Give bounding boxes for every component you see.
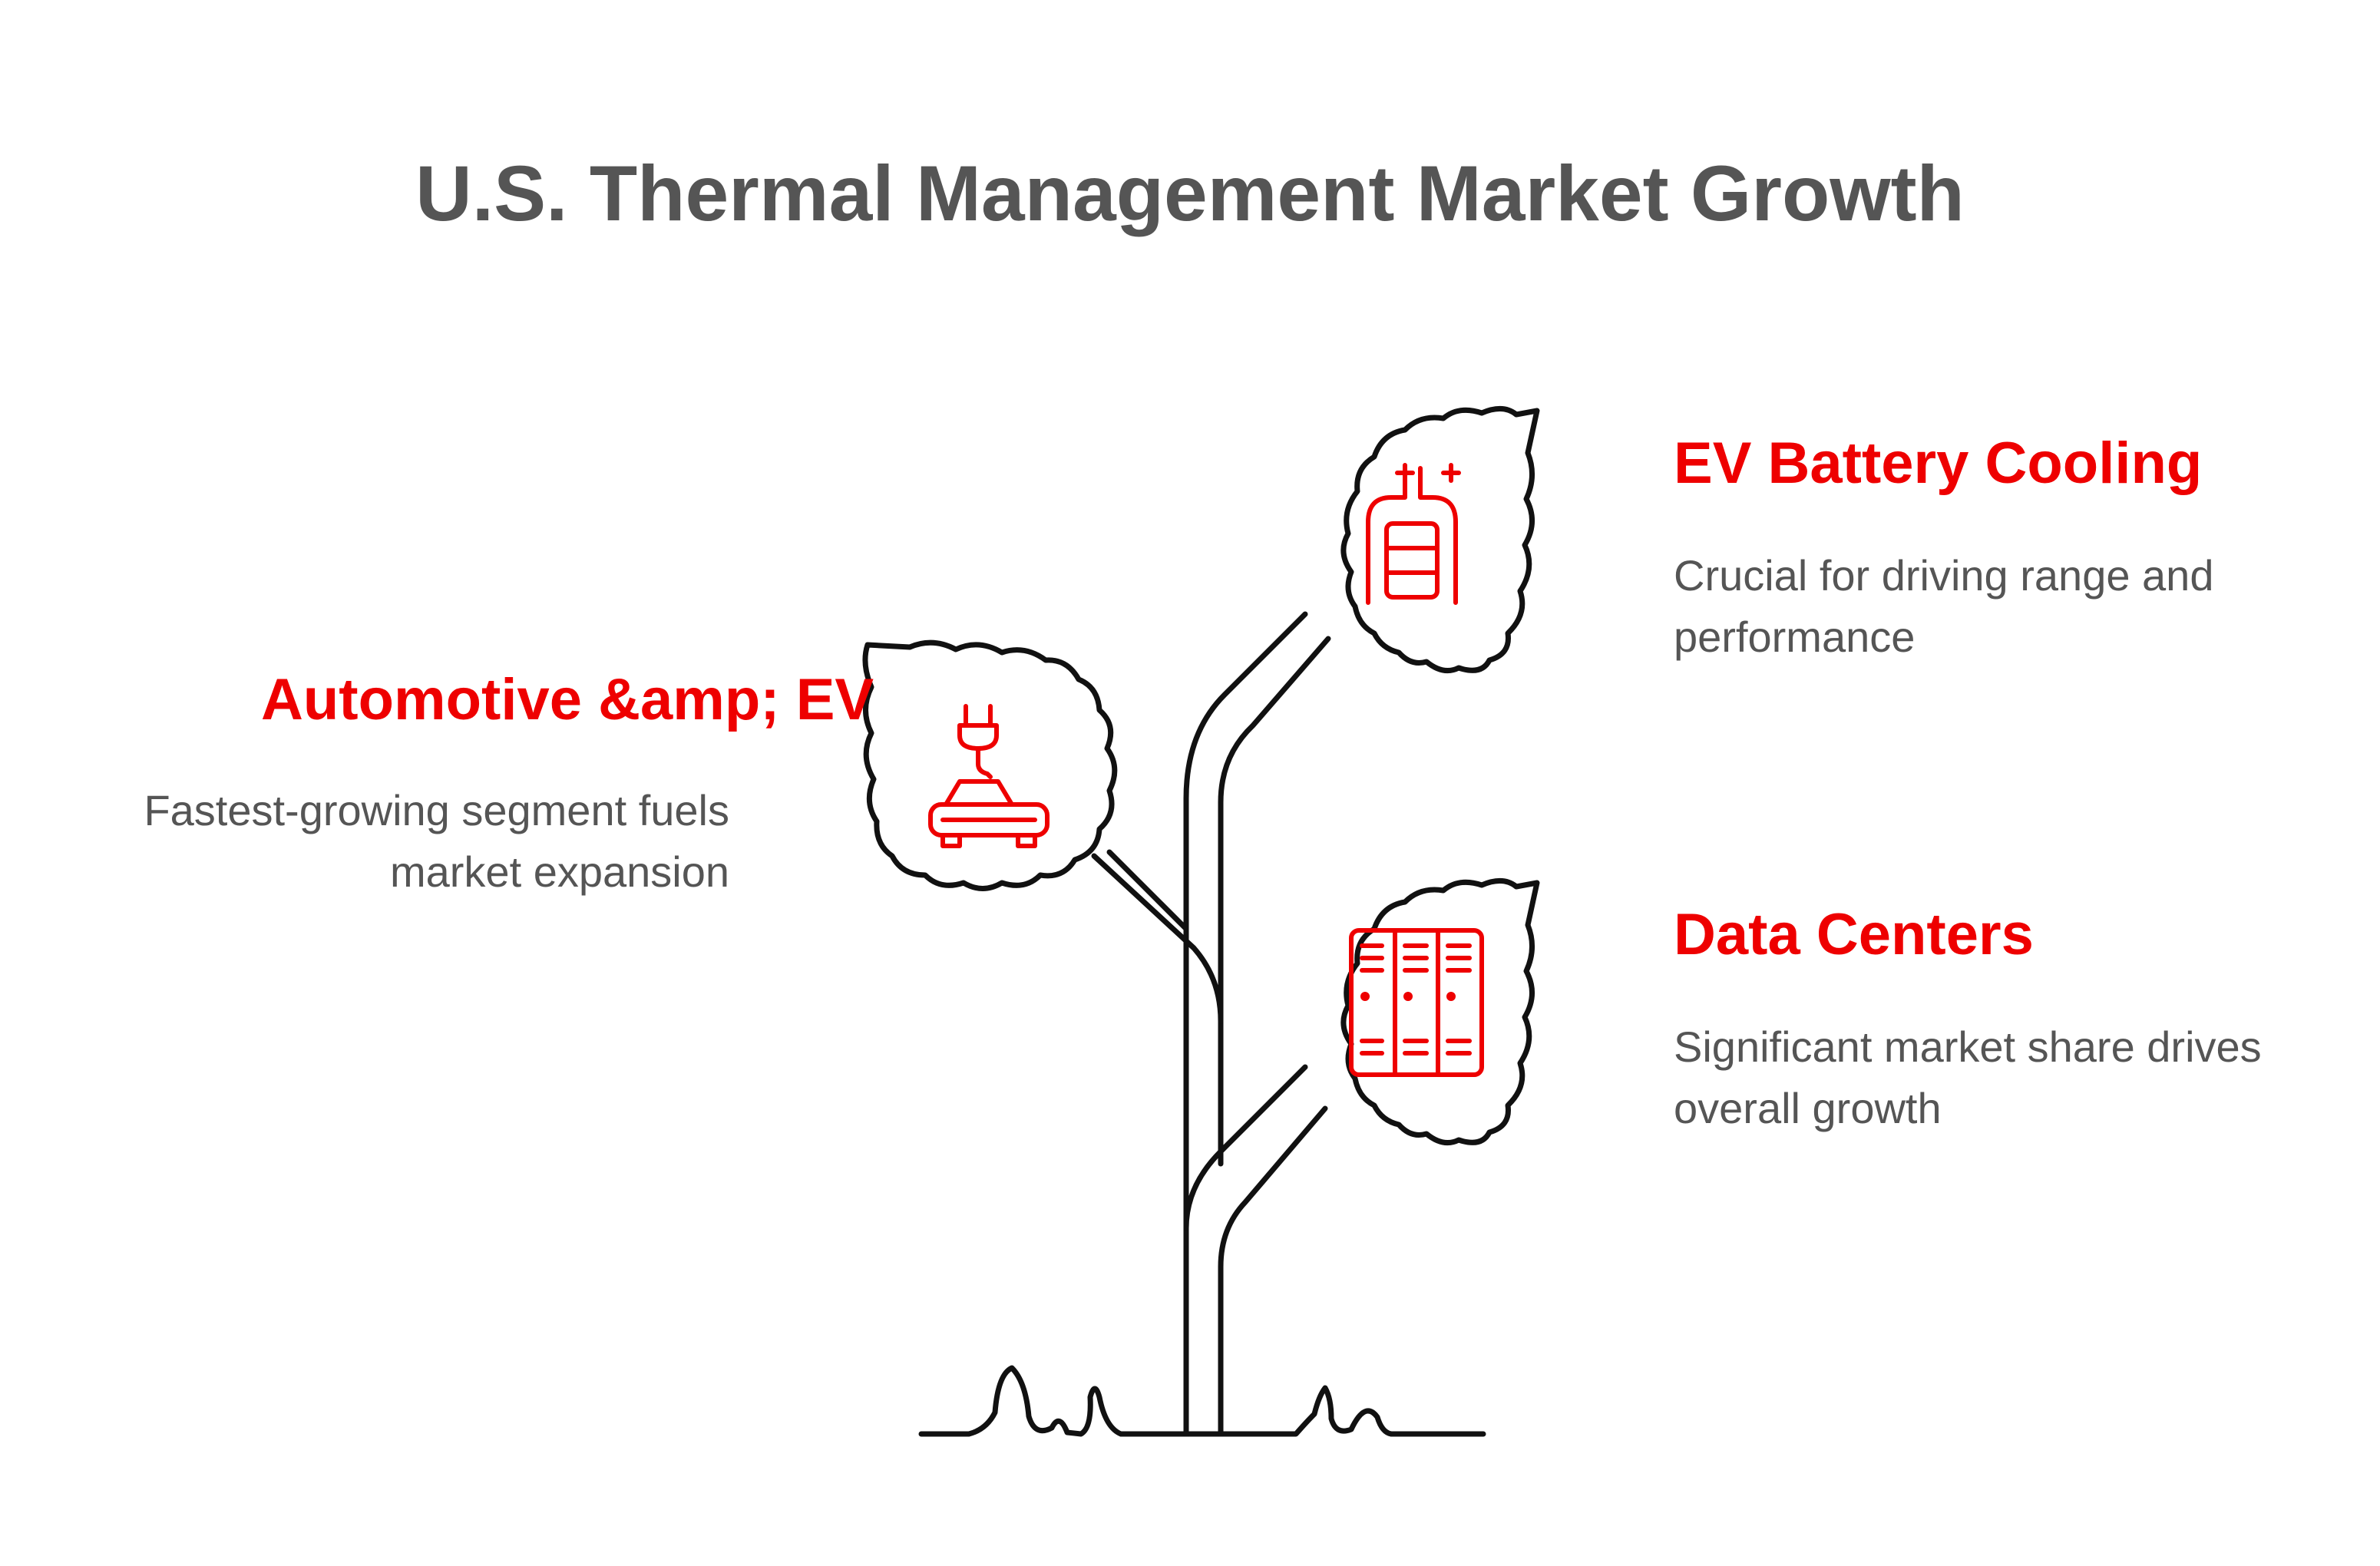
trunk-right <box>1218 1105 1328 1437</box>
automotive-ev-description: Fastest-growing segment fuels market exp… <box>144 786 729 896</box>
automotive-ev-label: Automotive &amp; EV <box>261 667 874 732</box>
data-centers-description: Significant market share drives overall … <box>1674 1023 2262 1132</box>
server-rack-icon <box>1349 928 1484 1077</box>
ev-battery-cooling-label: EV Battery Cooling <box>1674 431 2203 496</box>
page-title: U.S. Thermal Management Market Growth <box>415 150 1965 237</box>
electric-car-icon <box>928 704 1050 848</box>
data-centers-label: Data Centers <box>1674 902 2034 967</box>
ev-battery-cooling-description: Crucial for driving range and performanc… <box>1674 551 2214 661</box>
battery-icon <box>1366 463 1461 605</box>
ground-line <box>918 1365 1486 1437</box>
trunk-mid-right <box>1218 636 1331 1167</box>
trunk-mid-left <box>1183 611 1308 1231</box>
branch-left-outer <box>1106 849 1189 932</box>
trunk-left <box>1183 1064 1308 1437</box>
branch-left-inner <box>1091 853 1224 1024</box>
leaf-left <box>862 639 1118 891</box>
leaf-top-right <box>1340 406 1540 674</box>
